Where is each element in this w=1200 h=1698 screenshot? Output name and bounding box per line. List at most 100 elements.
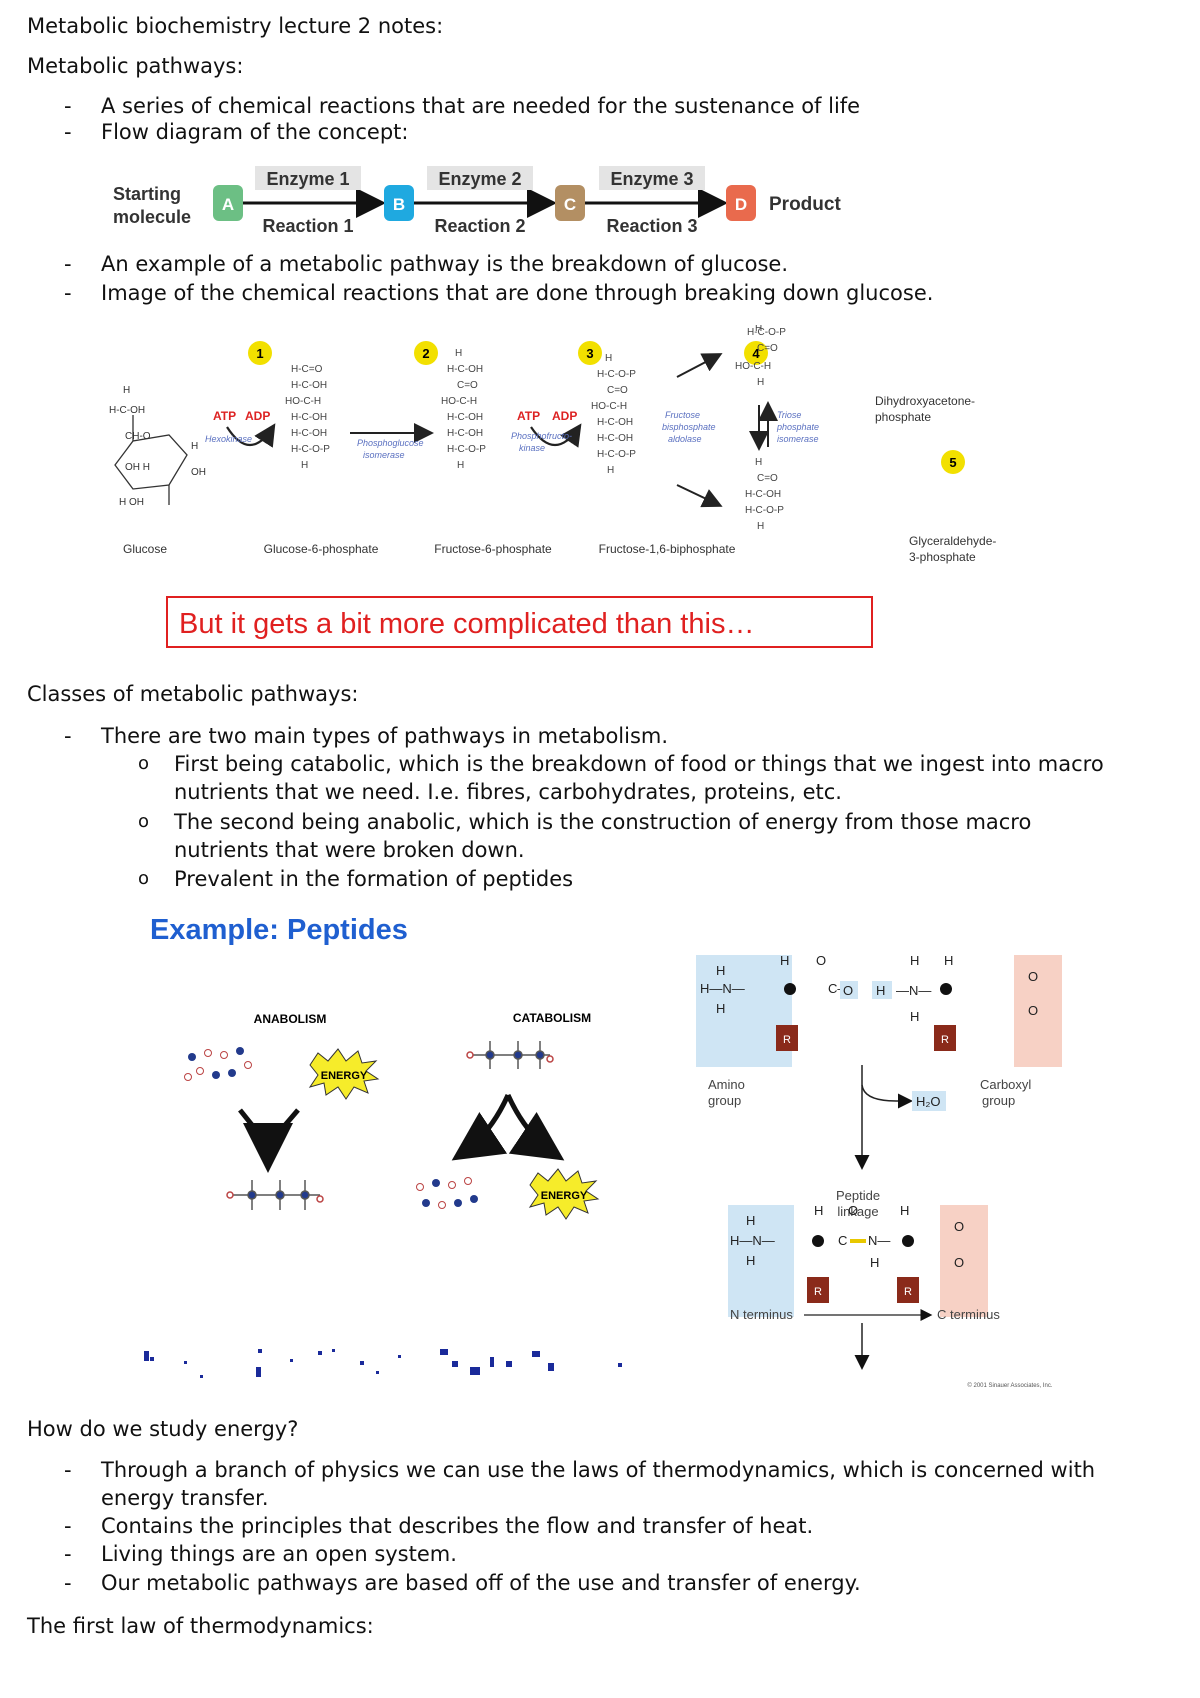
scan-artifact <box>144 1349 622 1378</box>
anabolism-label: ANABOLISM <box>254 1012 327 1026</box>
alpha-carbon <box>812 1235 824 1247</box>
bullet-text: Our metabolic pathways are based off of … <box>101 1571 861 1595</box>
svg-text:H: H <box>876 983 885 998</box>
step-badge: 5 <box>941 450 965 474</box>
svg-text:H: H <box>900 1203 909 1218</box>
bullet-dash: - <box>64 1542 72 1566</box>
svg-text:H: H <box>746 1253 755 1268</box>
flow-product-label: Product <box>769 194 841 215</box>
flow-start-label: molecule <box>113 207 191 227</box>
svg-text:H: H <box>455 348 462 359</box>
svg-text:H: H <box>123 385 130 396</box>
svg-text:R: R <box>941 1034 949 1046</box>
sub-bullet-text: Prevalent in the formation of peptides <box>174 867 574 891</box>
svg-text:H-C-OH: H-C-OH <box>597 417 633 428</box>
bullet-text: Contains the principles that describes t… <box>101 1514 814 1538</box>
svg-text:1: 1 <box>256 346 263 361</box>
flow-reaction-label: Reaction 1 <box>262 216 353 236</box>
compound-label: Glucose <box>123 542 167 556</box>
bullet-text: Living things are an open system. <box>101 1542 457 1566</box>
svg-text:2: 2 <box>422 346 429 361</box>
peptide-linkage-label: linkage <box>837 1204 878 1219</box>
alpha-carbon <box>784 983 796 995</box>
peptide-linkage-label: Peptide <box>836 1188 880 1203</box>
section-heading-classes: Classes of metabolic pathways: <box>27 682 359 706</box>
anabolism-arrow <box>238 1108 300 1149</box>
sub-bullet-text: The second being anabolic, which is the … <box>174 810 1032 834</box>
svg-text:O: O <box>816 953 826 968</box>
complication-note-box <box>166 596 873 648</box>
enzyme-pgi: isomerase <box>363 450 405 460</box>
svg-text:3: 3 <box>586 346 593 361</box>
svg-text:H: H <box>607 465 614 476</box>
flow-node-d <box>726 185 756 221</box>
flow-node-label: D <box>735 195 747 214</box>
section-heading-energy: How do we study energy? <box>27 1417 299 1441</box>
atp-adp-arrow <box>226 423 276 448</box>
flow-node-label: A <box>222 195 234 214</box>
svg-text:H-C-O-P: H-C-O-P <box>597 369 636 380</box>
svg-text:R: R <box>904 1286 912 1298</box>
fructose-6-phosphate-structure: HH-C-OH C=OHO-C-H H-C-OHH-C-OH H-C-O-PH <box>441 348 486 471</box>
flow-enzyme-label: Enzyme 1 <box>266 169 349 189</box>
svg-text:5: 5 <box>949 455 956 470</box>
svg-text:C: C <box>838 1233 847 1248</box>
adp-label: ADP <box>552 409 577 423</box>
svg-text:—N—: —N— <box>896 983 931 998</box>
molecule-chain <box>226 1180 324 1210</box>
bullet-dash: - <box>64 1571 72 1595</box>
sub-bullet-text: First being catabolic, which is the brea… <box>174 752 1104 776</box>
dhap-label: phosphate <box>875 410 931 424</box>
svg-text:H: H <box>757 377 764 388</box>
bullet-text: An example of a metabolic pathway is the… <box>101 252 789 276</box>
g3p-label: 3-phosphate <box>909 550 976 564</box>
enzyme-pgi: Phosphoglucose <box>357 438 424 448</box>
svg-text:HO-C-H: HO-C-H <box>735 361 771 372</box>
svg-text:O: O <box>1028 969 1038 984</box>
amino-group-label: group <box>708 1093 741 1108</box>
glucose-6-phosphate-structure: H-C=OH-C-OH HO-C-HH-C-OH H-C-OHH-C-O-P H <box>285 364 330 471</box>
document-title: Metabolic biochemistry lecture 2 notes: <box>27 14 444 38</box>
carboxyl-group-label: Carboxyl <box>980 1077 1031 1092</box>
svg-text:OH H: OH H <box>125 462 150 473</box>
dhap-label: Dihydroxyacetone- <box>875 394 975 408</box>
flow-start-label: Starting <box>113 184 181 204</box>
svg-text:H: H <box>944 953 953 968</box>
svg-text:O: O <box>848 1203 858 1218</box>
step-badge: 1 <box>248 341 272 365</box>
flow-enzyme-label: Enzyme 3 <box>610 169 693 189</box>
svg-text:H: H <box>910 953 919 968</box>
svg-text:4: 4 <box>752 346 760 361</box>
r-group <box>807 1277 829 1303</box>
svg-text:C=O: C=O <box>457 380 478 391</box>
enzyme-pfk: kinase <box>519 443 545 453</box>
svg-text:HO-C-H: HO-C-H <box>285 396 321 407</box>
compound-label: Glucose-6-phosphate <box>264 542 379 556</box>
step-badge: 4 <box>744 341 768 365</box>
svg-text:H: H <box>191 441 198 452</box>
amino-group-box <box>728 1205 794 1317</box>
svg-text:H-C-OH: H-C-OH <box>291 380 327 391</box>
bullet-text: Image of the chemical reactions that are… <box>101 281 934 305</box>
bullet-text: There are two main types of pathways in … <box>101 724 669 748</box>
enzyme-pfk: Phosphofructo- <box>511 431 572 441</box>
r-group <box>897 1277 919 1303</box>
bullet-dash: - <box>64 120 72 144</box>
svg-text:H-C-O-P: H-C-O-P <box>447 444 486 455</box>
atp-label: ATP <box>517 409 540 423</box>
sub-bullet-circle: o <box>138 811 150 832</box>
svg-text:O: O <box>954 1219 964 1234</box>
compound-label: Fructose-1,6-biphosphate <box>599 542 736 556</box>
svg-text:H-C-O-P: H-C-O-P <box>597 449 636 460</box>
molecule-dots-cluster <box>416 1177 478 1209</box>
svg-text:H-C-O-P: H-C-O-P <box>291 444 330 455</box>
svg-text:H-C-OH: H-C-OH <box>597 433 633 444</box>
enzyme-tpi: Triose <box>777 410 801 420</box>
molecule-dots-cluster <box>184 1047 252 1081</box>
enzyme-aldolase: Fructose <box>665 410 700 420</box>
svg-text:O: O <box>843 983 853 998</box>
enzyme-aldolase: bisphosphate <box>662 422 716 432</box>
svg-text:H: H <box>757 521 764 532</box>
svg-text:H-C-OH: H-C-OH <box>447 364 483 375</box>
bullet-dash: - <box>64 1514 72 1538</box>
